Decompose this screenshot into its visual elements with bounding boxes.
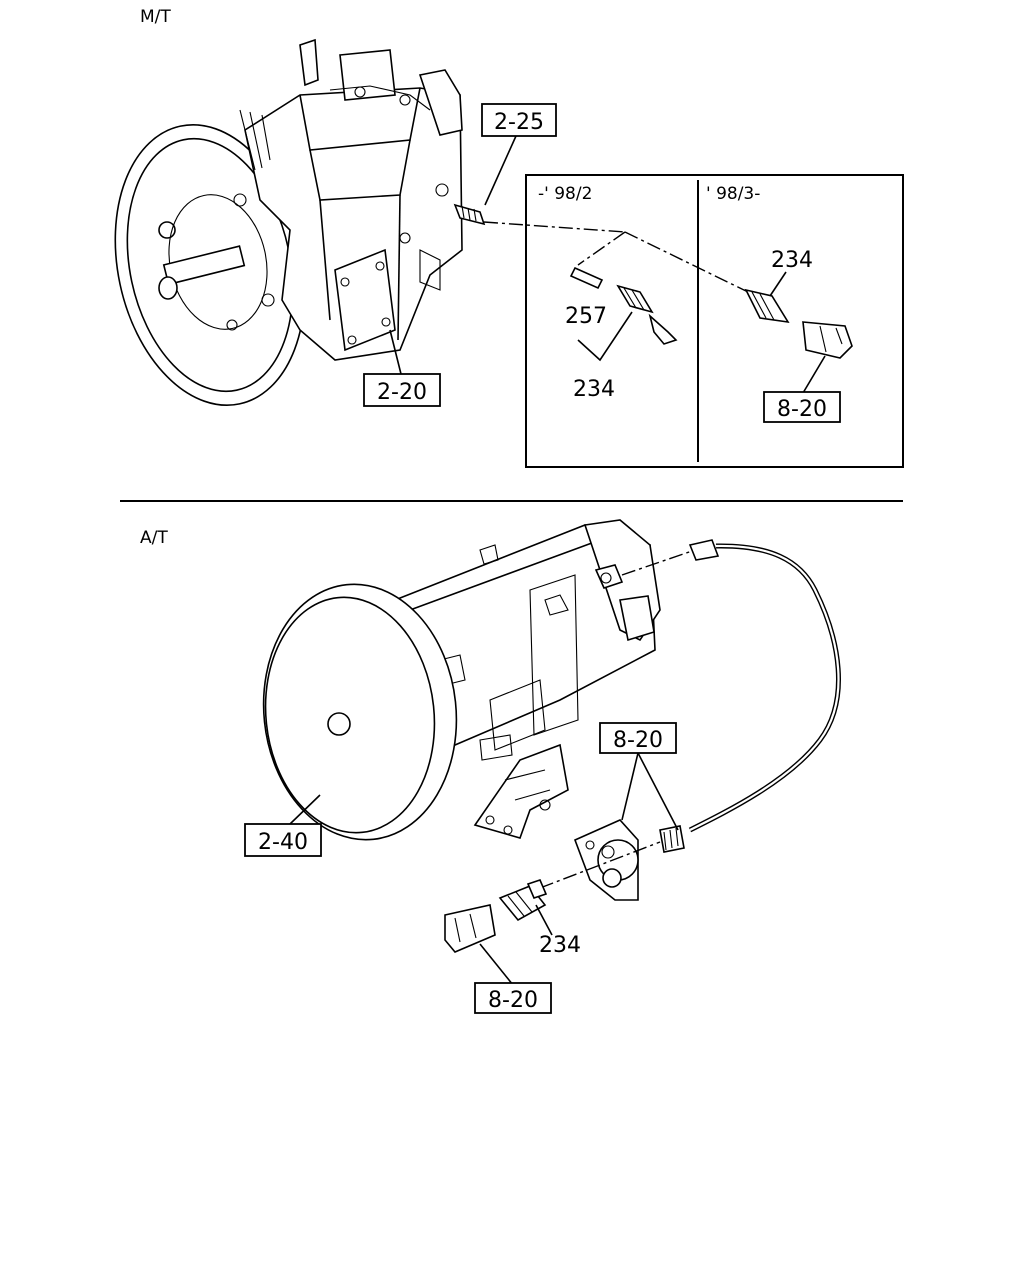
section-label-at: A/T	[140, 528, 168, 548]
ref-234-right: 234	[771, 248, 813, 273]
ref-257: 257	[565, 304, 607, 329]
ref-box-2-20	[363, 373, 441, 407]
ref-at-8-20-bottom: 8-20	[488, 988, 538, 1013]
ref-inset-8-20: 8-20	[777, 397, 827, 422]
speedometer-cable	[659, 539, 841, 853]
inset-clip-8-20	[802, 321, 853, 359]
inset-label-right: ' 98/3-	[706, 184, 760, 204]
ref-234-left: 234	[573, 377, 615, 402]
inset-panel	[525, 174, 904, 468]
sensor-bracket	[473, 743, 569, 839]
ref-at-8-20-top: 8-20	[613, 728, 663, 753]
automatic-transmission-drawing	[262, 519, 661, 841]
at-clip-8-20	[444, 904, 496, 953]
inset-sensor-234-old	[616, 284, 678, 345]
manual-transmission-drawing	[114, 38, 463, 407]
speed-sensor-plug	[453, 203, 486, 226]
ref-box-inset-8-20	[763, 391, 841, 423]
at-speed-sensor-234	[498, 879, 548, 922]
inset-sensor-234-new	[744, 288, 790, 324]
ref-box-at-8-20-bottom	[474, 982, 552, 1014]
section-label-mt: M/T	[140, 7, 171, 27]
ref-at-234: 234	[539, 933, 581, 958]
ref-box-2-25	[481, 103, 557, 137]
ref-box-2-40	[244, 823, 322, 857]
inset-pin-257	[569, 266, 604, 290]
ref-2-40: 2-40	[258, 830, 308, 855]
ref-2-20: 2-20	[377, 380, 427, 405]
inset-label-left: -' 98/2	[538, 184, 592, 204]
drive-gear-housing	[573, 819, 639, 901]
ref-2-25: 2-25	[494, 110, 544, 135]
